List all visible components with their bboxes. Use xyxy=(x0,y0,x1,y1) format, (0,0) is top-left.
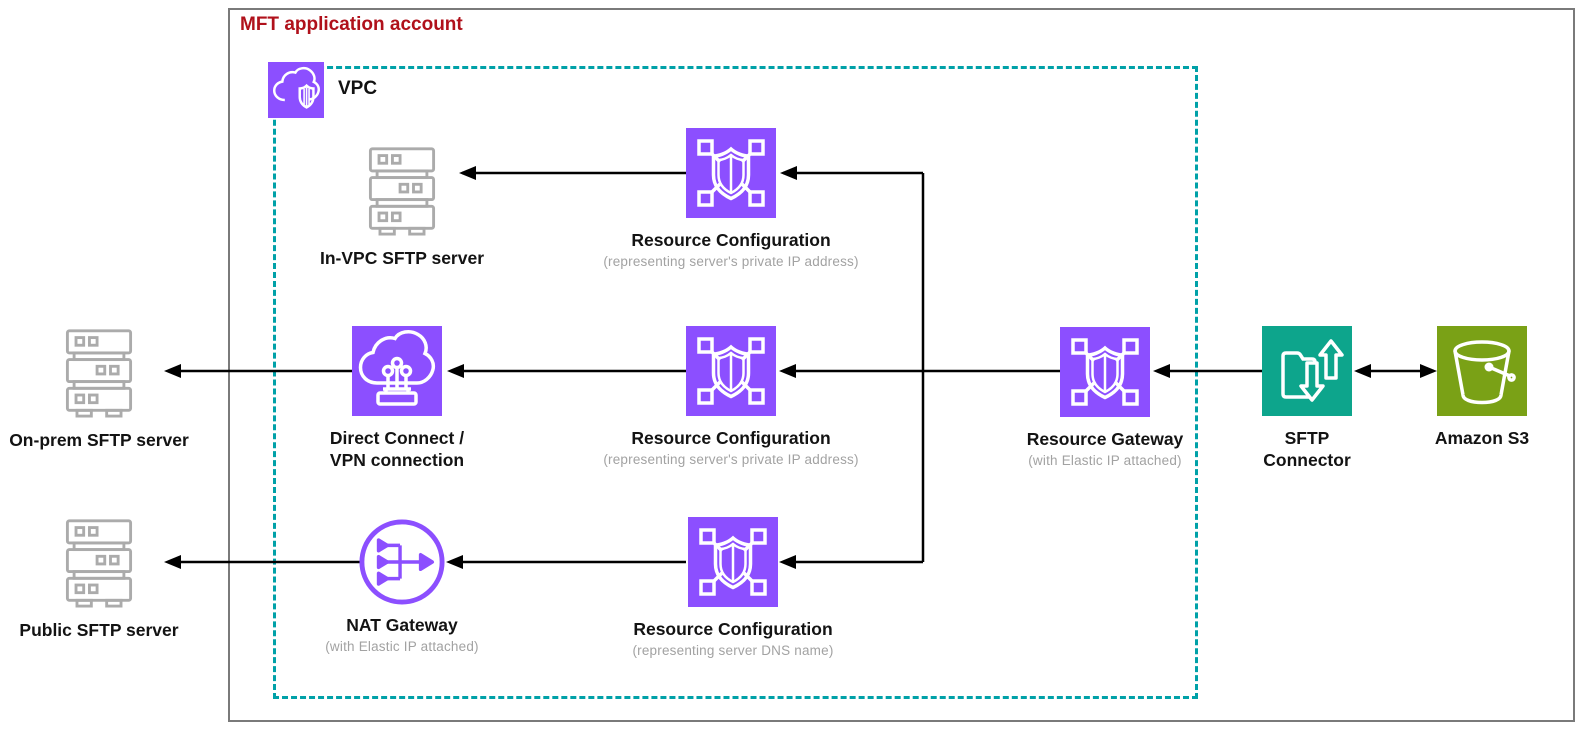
node-label: Amazon S3 xyxy=(1434,428,1530,448)
arrow-branch-to-rc-bottom xyxy=(779,555,923,569)
node-sublabel: (with Elastic IP attached) xyxy=(1028,453,1182,468)
node-public-sftp-server: Public SFTP server xyxy=(0,518,209,641)
arrow-s3-connector-bidirectional xyxy=(1354,364,1437,378)
arrow-direct-connect-to-onprem xyxy=(164,364,352,378)
node-on-prem-sftp-server: On-prem SFTP server xyxy=(0,328,209,451)
node-sublabel: (representing server's private IP addres… xyxy=(603,254,859,269)
node-label: Direct Connect / xyxy=(329,428,465,448)
arrow-rc-bottom-to-nat xyxy=(446,555,686,569)
server-icon xyxy=(368,147,436,236)
node-resource-config-mid: Resource Configuration (representing ser… xyxy=(581,326,881,468)
arrow-nat-to-public xyxy=(164,555,362,569)
resource-gateway-icon xyxy=(1060,327,1150,417)
node-label: NAT Gateway xyxy=(346,615,458,635)
nat-gateway-icon xyxy=(359,519,445,605)
resource-configuration-icon xyxy=(686,326,776,416)
node-label: Resource Configuration xyxy=(631,428,831,448)
arrow-rc-top-to-invpc-server xyxy=(459,166,686,180)
node-sublabel: (representing server DNS name) xyxy=(632,643,834,658)
arrow-gateway-to-rc-mid xyxy=(779,364,1060,378)
arrow-branch-to-rc-top xyxy=(780,166,923,180)
node-resource-config-bottom: Resource Configuration (representing ser… xyxy=(583,517,883,659)
vpc-boundary xyxy=(273,66,1198,699)
node-label: On-prem SFTP server xyxy=(9,430,189,450)
node-label: In-VPC SFTP server xyxy=(319,248,485,268)
node-label: Resource Gateway xyxy=(1026,429,1184,449)
node-nat-gateway: NAT Gateway (with Elastic IP attached) xyxy=(272,518,532,655)
direct-connect-icon xyxy=(352,326,442,416)
node-resource-gateway: Resource Gateway (with Elastic IP attach… xyxy=(975,327,1235,469)
node-sftp-connector: SFTP Connector xyxy=(1227,326,1387,471)
s3-bucket-icon xyxy=(1437,326,1527,416)
node-label-line2: Connector xyxy=(1263,450,1351,470)
node-label: Resource Configuration xyxy=(633,619,833,639)
account-title: MFT application account xyxy=(240,14,463,35)
resource-configuration-icon xyxy=(688,517,778,607)
arrow-connector-to-gateway xyxy=(1153,364,1262,378)
node-direct-connect: Direct Connect / VPN connection xyxy=(277,326,517,471)
server-icon xyxy=(65,329,133,418)
node-amazon-s3: Amazon S3 xyxy=(1402,326,1562,449)
node-in-vpc-sftp-server: In-VPC SFTP server xyxy=(282,146,522,269)
node-resource-config-top: Resource Configuration (representing ser… xyxy=(581,128,881,270)
node-label: SFTP xyxy=(1284,428,1330,448)
sftp-connector-icon xyxy=(1262,326,1352,416)
node-label: Public SFTP server xyxy=(19,620,179,640)
node-label: Resource Configuration xyxy=(631,230,831,250)
node-sublabel: (with Elastic IP attached) xyxy=(325,639,479,654)
vpc-label: VPC xyxy=(338,78,378,99)
vpc-icon xyxy=(268,62,324,118)
node-sublabel: (representing server's private IP addres… xyxy=(603,452,859,467)
arrow-rc-mid-to-direct-connect xyxy=(447,364,686,378)
server-icon xyxy=(65,519,133,608)
resource-configuration-icon xyxy=(686,128,776,218)
node-label-line2: VPN connection xyxy=(329,450,465,470)
